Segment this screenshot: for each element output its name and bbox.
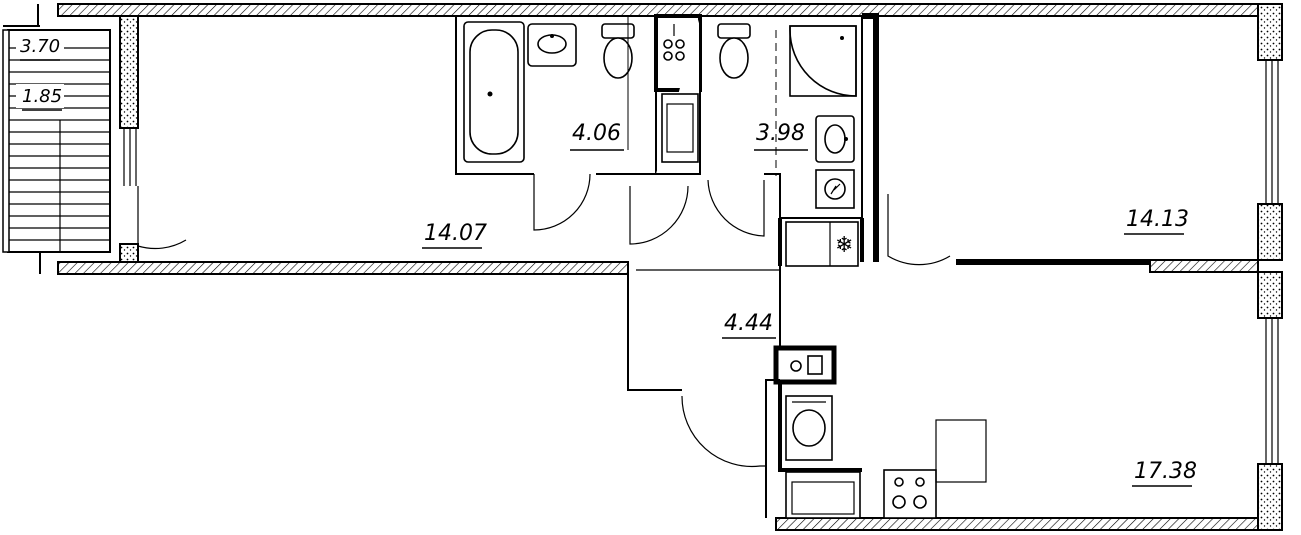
room-area-labels: 14.07 4.06 3.98 14.13 4.44 17.38 — [422, 121, 1197, 487]
kitchen-shaft — [773, 345, 837, 385]
area-hall: 4.44 — [724, 311, 773, 336]
area-bathroom-left: 4.06 — [572, 121, 621, 146]
balcony-area-effective: 1.85 — [22, 86, 62, 107]
exterior-walls — [57, 3, 1283, 531]
svg-text:❄: ❄ — [835, 233, 853, 258]
door-balcony — [137, 186, 187, 250]
area-bedroom-right: 14.13 — [1126, 207, 1189, 232]
shower — [789, 25, 857, 97]
sink-right — [815, 115, 855, 163]
area-living-left: 14.07 — [424, 221, 487, 246]
balcony-area-total: 3.70 — [20, 36, 60, 57]
fridge: ❄ — [785, 221, 859, 267]
toilet-left — [601, 23, 635, 79]
toilet-right — [717, 23, 751, 79]
area-bathroom-right: 3.98 — [756, 121, 805, 146]
door-bath-left — [533, 173, 591, 231]
door-entrance — [681, 395, 766, 468]
door-bath-right — [707, 179, 765, 237]
kitchen-counter — [778, 380, 987, 519]
kitchen-sink — [785, 395, 833, 461]
boiler — [815, 169, 855, 209]
stove — [892, 477, 927, 509]
balcony-slats — [9, 47, 110, 252]
balcony: 3.70 1.85 — [2, 4, 111, 274]
washing-machine-left — [661, 93, 699, 163]
valves — [663, 24, 685, 61]
area-kitchen: 17.38 — [1134, 459, 1197, 484]
door-living — [629, 185, 689, 245]
sink-left — [527, 23, 577, 67]
door-bedroom — [887, 194, 951, 266]
doors — [137, 173, 951, 468]
bathtub — [463, 21, 525, 163]
